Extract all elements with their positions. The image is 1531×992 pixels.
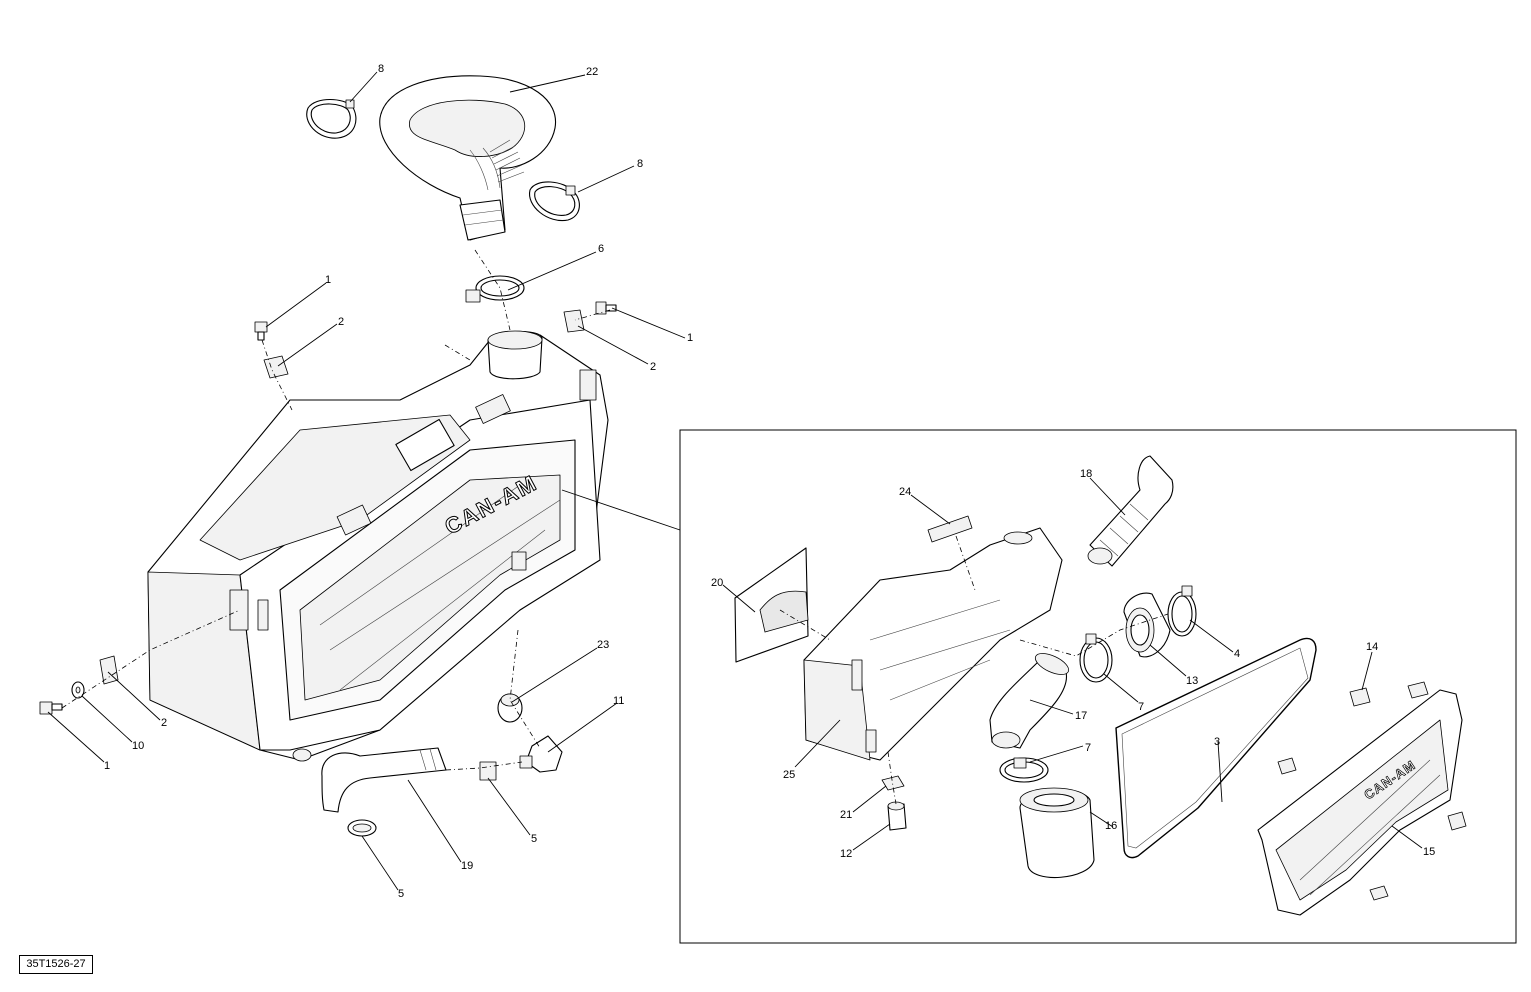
drawing-reference-id: 35T1526-27 [19, 955, 93, 974]
detail-clamp-right-part [1167, 585, 1197, 637]
callout-foam: 20 [711, 577, 723, 589]
cover-seal-part [1115, 637, 1317, 859]
valve-part [887, 801, 907, 831]
adapter-part [1123, 592, 1171, 658]
callout-labels: 8 22 8 6 1 2 1 2 2 10 1 23 11 5 19 5 24 … [104, 63, 1435, 900]
callout-detail-clamp-upper: 7 [1138, 701, 1144, 713]
callout-intake-tube: 18 [1080, 468, 1092, 480]
air-filter-part [1019, 787, 1095, 878]
washer-part [71, 681, 85, 699]
detail-clamp-upper-part [1079, 633, 1113, 683]
callout-washer: 10 [132, 740, 144, 752]
callout-adapter: 13 [1186, 675, 1198, 687]
callout-air-filter: 16 [1105, 820, 1117, 832]
callout-detail-clamp-lower: 7 [1085, 742, 1091, 754]
filter-hose-part [989, 653, 1070, 749]
clip-top-right-part [563, 309, 585, 333]
callout-valve-clip: 21 [840, 809, 852, 821]
hose-clamp-right-part [529, 181, 580, 222]
valve-clip-part [881, 775, 905, 791]
callout-latch: 14 [1366, 641, 1378, 653]
callout-valve: 12 [840, 848, 852, 860]
clip-bottom-left-part [99, 655, 119, 685]
grommet-part [497, 693, 523, 723]
decal-part [927, 515, 973, 543]
inlet-clamp-part [465, 275, 525, 303]
detail-cover-part: CAN-AM [1257, 689, 1463, 916]
callout-detail-clamp-right: 4 [1234, 648, 1240, 660]
foam-pad-part [734, 547, 809, 663]
callout-top-hose: 22 [586, 66, 598, 78]
callout-drain-hose: 19 [461, 860, 473, 872]
callout-top-hose-clamp-left: 8 [378, 63, 384, 75]
detail-view-frame [679, 429, 1517, 944]
clip-top-left-part [263, 355, 289, 379]
callout-drain-clamp-left: 5 [398, 888, 404, 900]
screw-bottom-left-part [39, 701, 63, 715]
callout-drain-clamp-right: 5 [531, 833, 537, 845]
screw-top-right-part [595, 301, 617, 315]
callout-top-hose-clamp-right: 8 [637, 158, 643, 170]
callout-grommet: 23 [597, 639, 609, 651]
detail-clamp-lower-part [999, 757, 1049, 783]
callout-detail-housing: 25 [783, 769, 795, 781]
intake-tube-part [1087, 455, 1174, 567]
detail-housing-part [803, 527, 1063, 761]
callout-decal: 24 [899, 486, 911, 498]
callout-leaders [47, 71, 1423, 891]
drain-hose-part [321, 747, 447, 813]
drain-clamp-left-part [347, 819, 377, 837]
callout-filter-hose: 17 [1075, 710, 1087, 722]
callout-elbow-fitting: 11 [613, 695, 624, 707]
latch-part [1277, 681, 1467, 901]
airbox-housing-part: CAN-AM [147, 330, 609, 762]
elbow-fitting-part [519, 735, 563, 773]
callout-clip-bottom-left: 2 [161, 717, 167, 729]
hose-clamp-left-part [306, 98, 357, 139]
callout-seal: 3 [1214, 736, 1220, 748]
callout-clip-top-right: 2 [650, 361, 656, 373]
drain-clamp-right-part [479, 761, 497, 781]
callout-screw-top-right: 1 [687, 332, 693, 344]
callout-clip-top-left: 2 [338, 316, 344, 328]
callout-screw-top-left: 1 [325, 274, 331, 286]
callout-screw-bottom-left: 1 [104, 760, 110, 772]
callout-detail-cover: 15 [1423, 846, 1435, 858]
intake-hose-part [379, 75, 557, 241]
screw-top-left-part [254, 321, 268, 341]
callout-inlet-clamp: 6 [598, 243, 604, 255]
